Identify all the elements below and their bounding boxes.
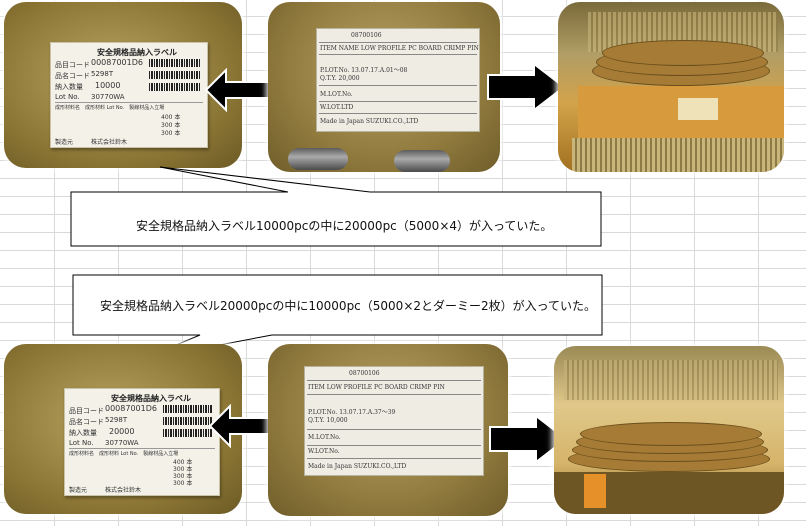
callout-text-2: 安全規格品納入ラベル20000pcの中に10000pc（5000×2とダーミー2… <box>100 299 597 313</box>
barcode <box>163 417 213 425</box>
reel <box>602 40 764 66</box>
roller <box>288 148 348 170</box>
column-headers: 成形材料名 成形材料 Lot No. 製線材品入立場 <box>69 451 179 457</box>
maker-name: 株式会社鈴木 <box>91 139 128 146</box>
lot-number: 30770WA <box>91 93 125 101</box>
safety-label-card-2: 安全規格品納入ラベル 品目コード 00087001D6 品名コード 5298T … <box>64 388 220 496</box>
reel <box>580 422 762 446</box>
carton-label <box>678 98 718 120</box>
item-name: ITEM LOW PROFILE PC BOARD CRIMP PIN <box>308 384 445 391</box>
label-title: 安全規格品納入ラベル <box>111 394 191 403</box>
item-name: ITEM NAME LOW PROFILE PC BOARD CRIMP PIN <box>320 45 479 52</box>
safety-label-card-1: 安全規格品納入ラベル 品目コード 00087001D6 品名コード 5298T … <box>50 42 208 148</box>
production-lot: P.LOT.No. 13.07.17.A.01～08 <box>320 67 408 74</box>
item-label-card-2: 08700106 ITEM LOW PROFILE PC BOARD CRIMP… <box>304 366 484 476</box>
barcode <box>149 59 201 67</box>
right-arrow-icon <box>489 414 568 464</box>
item-quantity: Q.T.Y. 10,000 <box>308 417 348 424</box>
package-photo-1 <box>558 2 784 172</box>
quantity-value: 20000 <box>109 427 135 436</box>
callout-shape-1 <box>70 166 602 247</box>
barcode <box>149 83 201 91</box>
barcode <box>163 429 213 437</box>
model-code: 5298T <box>105 416 128 424</box>
carton-label <box>584 474 606 508</box>
label-photo-2: 安全規格品納入ラベル 品目コード 00087001D6 品名コード 5298T … <box>4 344 242 514</box>
item-label-photo-2: 08700106 ITEM LOW PROFILE PC BOARD CRIMP… <box>268 344 508 516</box>
barcode <box>149 71 201 79</box>
package-photo-2 <box>554 346 784 514</box>
roller <box>394 150 450 172</box>
item-label-card-1: 08700106 ITEM NAME LOW PROFILE PC BOARD … <box>316 28 480 132</box>
model-code: 5298T <box>91 70 114 78</box>
item-quantity: Q.T.Y. 20,000 <box>320 75 360 82</box>
callout-text-1: 安全規格品納入ラベル10000pcの中に20000pc（5000×4）が入ってい… <box>136 219 553 233</box>
maker-name: 株式会社鈴木 <box>105 487 142 494</box>
part-number: 00087001D6 <box>105 404 157 413</box>
item-label-photo-1: 08700106 ITEM NAME LOW PROFILE PC BOARD … <box>268 2 500 172</box>
item-number: 08700106 <box>351 32 382 39</box>
barcode <box>163 405 213 413</box>
production-lot: P.LOT.No. 13.07.17.A.37～39 <box>308 409 396 416</box>
column-headers: 成形材料名 成形材料 Lot No. 製線材品入立場 <box>55 105 165 111</box>
item-number: 08700106 <box>349 370 380 377</box>
part-number: 00087001D6 <box>91 58 143 67</box>
label-title: 安全規格品納入ラベル <box>97 48 177 57</box>
manufacturer: Made in Japan SUZUKI.CO.,LTD <box>320 118 419 125</box>
label-photo-1: 安全規格品納入ラベル 品目コード 00087001D6 品名コード 5298T … <box>4 2 242 168</box>
lot-number: 30770WA <box>105 439 139 447</box>
manufacturer: Made in Japan SUZUKI.CO.,LTD <box>308 463 407 470</box>
right-arrow-icon <box>487 62 566 112</box>
quantity-value: 10000 <box>95 81 121 90</box>
